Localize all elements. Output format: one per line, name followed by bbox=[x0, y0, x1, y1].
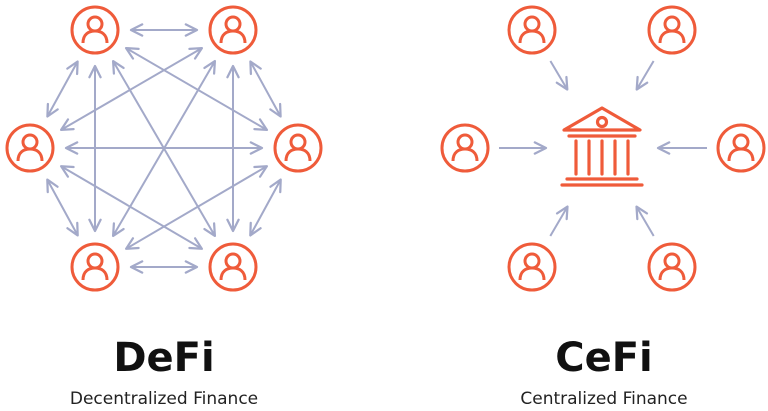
defi-arrow bbox=[46, 60, 79, 118]
defi-arrows bbox=[46, 23, 282, 274]
user-icon bbox=[440, 123, 490, 173]
defi-arrow bbox=[124, 165, 269, 250]
cefi-arrow bbox=[549, 60, 569, 91]
user-icon bbox=[273, 123, 323, 173]
user-icon bbox=[716, 123, 766, 173]
user-icon bbox=[70, 242, 120, 292]
user-icon bbox=[70, 5, 120, 55]
cefi-arrows bbox=[499, 60, 707, 237]
user-icon bbox=[208, 5, 258, 55]
user-icon bbox=[5, 123, 55, 173]
user-icon bbox=[208, 242, 258, 292]
user-icon bbox=[647, 5, 697, 55]
user-icon bbox=[507, 242, 557, 292]
defi-arrow bbox=[249, 60, 282, 118]
cefi-arrow bbox=[635, 60, 655, 91]
defi-subtitle: Decentralized Finance bbox=[69, 389, 259, 409]
cefi-title: CeFi bbox=[555, 335, 653, 381]
defi-arrow bbox=[124, 46, 269, 132]
cefi-arrow bbox=[549, 205, 569, 237]
cefi-arrow bbox=[635, 205, 655, 237]
defi-title: DeFi bbox=[113, 335, 215, 381]
defi-arrow bbox=[46, 178, 79, 237]
user-icon bbox=[647, 242, 697, 292]
bank-icon bbox=[560, 106, 644, 187]
cefi-subtitle: Centralized Finance bbox=[520, 389, 688, 409]
defi-arrow bbox=[59, 46, 204, 132]
user-icon bbox=[507, 5, 557, 55]
defi-arrow bbox=[249, 178, 282, 237]
